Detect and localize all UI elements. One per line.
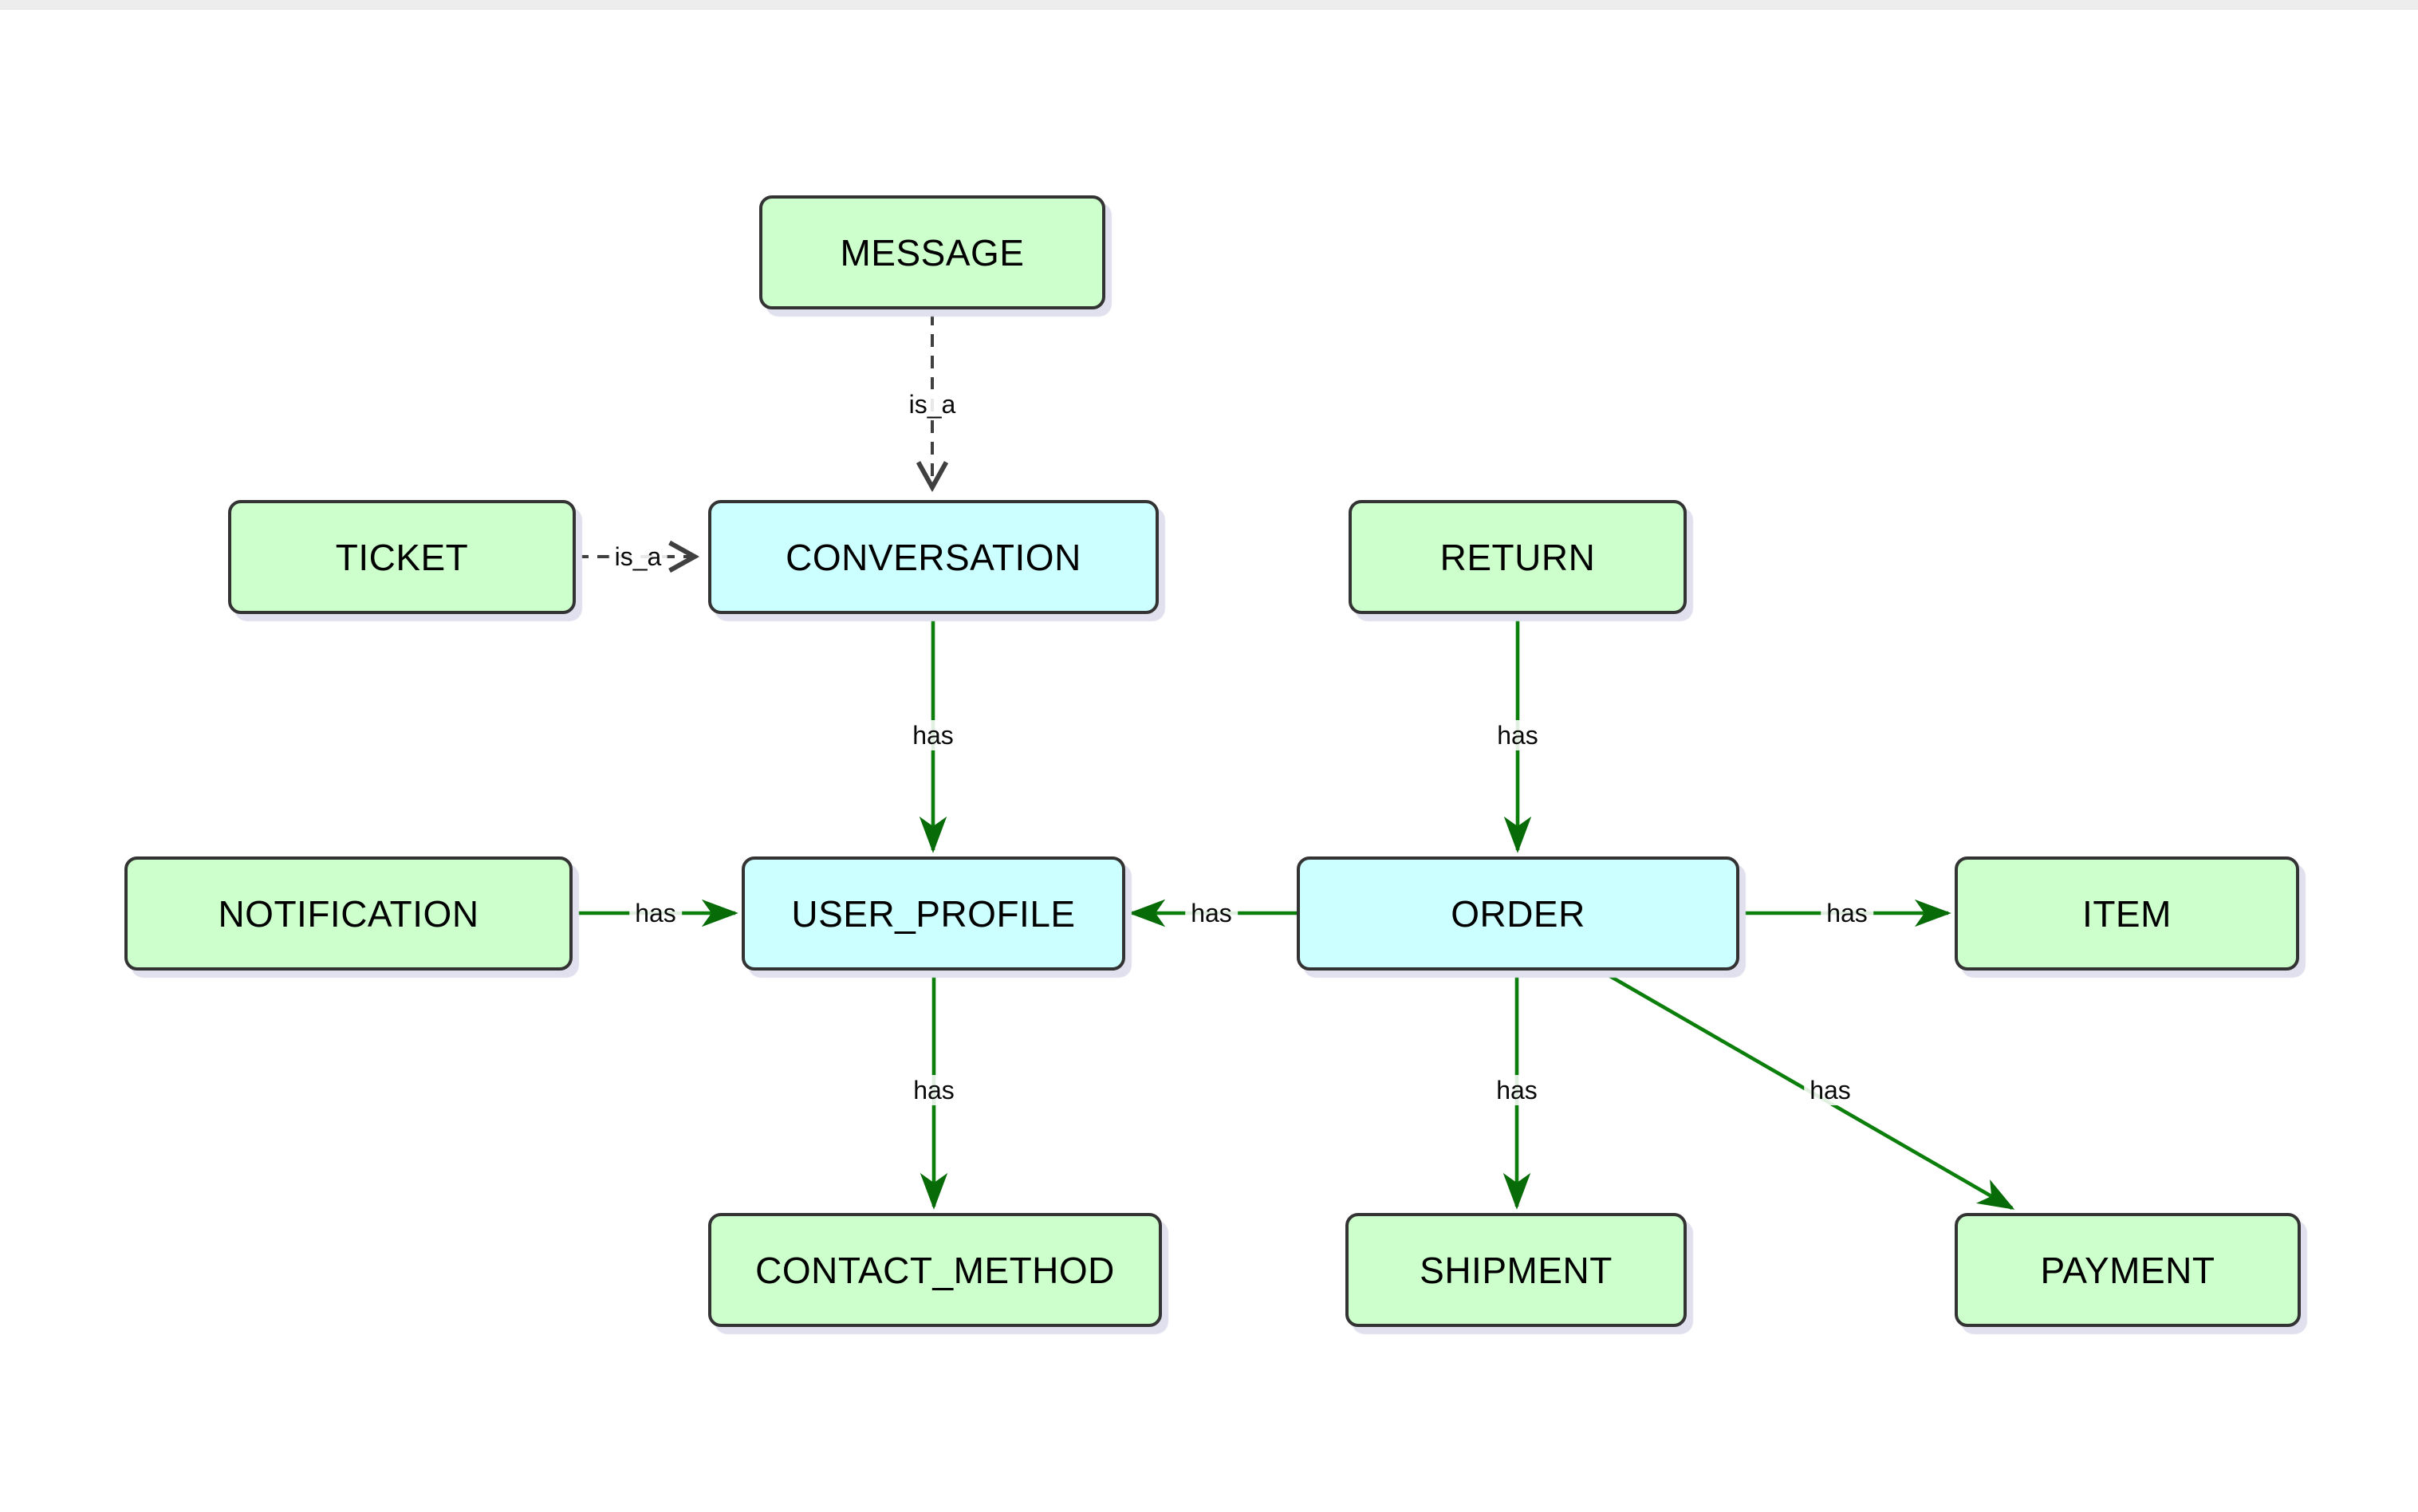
edge-label-has: has [1491,720,1544,750]
edge-label-has: has [907,720,959,750]
window-top-strip [0,0,2418,10]
node-label: TICKET [335,536,469,578]
node-label: PAYMENT [2040,1249,2215,1291]
node-conversation[interactable]: CONVERSATION [708,500,1159,614]
node-label: USER_PROFILE [791,892,1076,935]
edge-label-is-a: is_a [608,541,668,572]
node-label: CONTACT_METHOD [755,1249,1115,1291]
edge-label-has: has [1491,1075,1543,1105]
node-label: ITEM [2082,892,2172,935]
edge-label-has: has [1821,898,1873,928]
node-user-profile[interactable]: USER_PROFILE [742,856,1125,971]
node-shipment[interactable]: SHIPMENT [1345,1213,1687,1327]
node-order[interactable]: ORDER [1297,856,1739,971]
node-label: RETURN [1439,536,1596,578]
node-message[interactable]: MESSAGE [759,195,1105,309]
edge-label-has: has [629,898,682,928]
edge-label-has: has [908,1075,960,1105]
node-label: MESSAGE [840,231,1025,274]
node-label: NOTIFICATION [218,892,479,935]
node-notification[interactable]: NOTIFICATION [124,856,573,971]
node-ticket[interactable]: TICKET [228,500,576,614]
node-contact-method[interactable]: CONTACT_METHOD [708,1213,1162,1327]
edge-label-has: has [1185,898,1238,928]
node-payment[interactable]: PAYMENT [1955,1213,2301,1327]
node-label: SHIPMENT [1420,1249,1613,1291]
node-label: ORDER [1451,892,1585,935]
node-item[interactable]: ITEM [1955,856,2299,971]
edge-label-has: has [1804,1075,1857,1105]
edge-label-is-a: is_a [903,389,962,419]
node-label: CONVERSATION [786,536,1081,578]
node-return[interactable]: RETURN [1349,500,1687,614]
